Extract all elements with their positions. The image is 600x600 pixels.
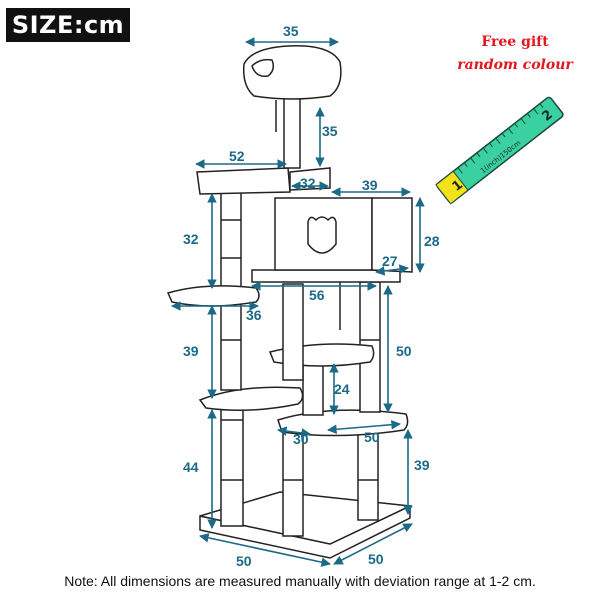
dim-upper-post: 32 <box>183 231 199 247</box>
dim-top-width: 35 <box>283 23 299 39</box>
dim-small-post: 24 <box>334 381 350 397</box>
left-upper-post <box>220 191 242 301</box>
side-platform <box>166 285 260 307</box>
dim-perch-gap: 32 <box>300 175 316 191</box>
center-middle-post <box>282 283 304 381</box>
dim-right-post: 50 <box>396 343 412 359</box>
small-post <box>302 359 324 416</box>
house-side <box>371 197 413 273</box>
size-badge: SIZE:cm <box>6 8 130 42</box>
dim-bottom-post: 44 <box>183 459 199 475</box>
top-bed-ball <box>251 58 275 78</box>
dim-house-height: 28 <box>424 233 440 249</box>
dim-low-platform-a: 30 <box>293 431 309 447</box>
dim-top-post: 35 <box>322 123 338 139</box>
free-gift-subtitle: random colour <box>457 57 573 73</box>
perch-platform <box>196 167 291 195</box>
dim-side-platform: 36 <box>246 307 262 323</box>
dimension-arrows <box>171 37 425 567</box>
dim-house-depth: 27 <box>382 253 398 269</box>
left-bottom-post <box>220 403 244 527</box>
dim-shelf-width: 56 <box>309 287 325 303</box>
dim-low-platform-b: 50 <box>364 429 380 445</box>
lower-left-platform <box>198 386 304 411</box>
top-post <box>283 95 301 169</box>
dimension-labels: 35 35 52 32 39 28 27 32 56 36 39 50 24 3… <box>183 23 440 569</box>
measurement-note: Note: All dimensions are measured manual… <box>64 573 536 589</box>
left-middle-post <box>220 299 242 391</box>
dim-base-width: 50 <box>236 553 252 569</box>
house-cat-hole <box>307 216 337 254</box>
dim-base-depth: 50 <box>368 551 384 567</box>
dim-house-width: 39 <box>362 177 378 193</box>
dim-middle-post: 39 <box>183 343 199 359</box>
cat-tree-drawing <box>166 45 413 559</box>
free-gift-title: Free gift <box>481 34 549 50</box>
dim-perch-width: 52 <box>229 148 245 164</box>
dim-right-low-post: 39 <box>414 457 430 473</box>
measuring-tape-icon: 1 2 1(inch)150cm <box>435 96 564 205</box>
